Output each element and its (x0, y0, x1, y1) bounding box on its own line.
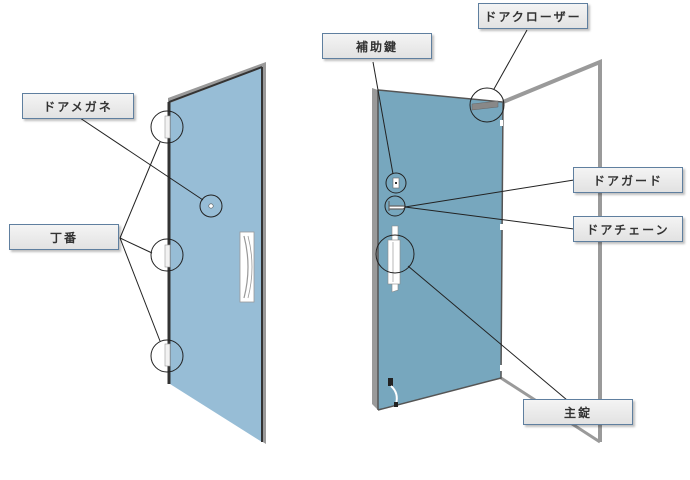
hinge-bottom (164, 343, 171, 367)
closed-door-panel (170, 68, 262, 442)
callout-circle-scope (199, 194, 223, 218)
callout-circle-guard (384, 195, 406, 217)
leader-auxiliary-lock (372, 61, 394, 175)
label-hinge: 丁番 (9, 224, 119, 250)
open-door (372, 29, 602, 444)
door-stopper (388, 378, 398, 407)
door-closer (471, 100, 499, 111)
label-door-scope: ドアメガネ (22, 93, 134, 119)
callout-circle-hinge-top (150, 110, 184, 144)
closed-door-handle (239, 231, 255, 303)
leader-door-closer (493, 29, 528, 90)
callout-circle-main-lock (375, 234, 415, 274)
callout-circle-closer (469, 87, 505, 123)
leader-hinge-top (119, 141, 161, 239)
label-door-guard: ドアガード (573, 167, 683, 193)
label-door-closer: ドアクローザー (478, 3, 588, 29)
leader-hinge-bottom (119, 237, 161, 342)
hinge-top (164, 115, 171, 139)
callout-circle-hinge-middle (150, 238, 184, 272)
closed-door (79, 62, 266, 444)
leader-door-scope (79, 117, 204, 201)
hinge-middle (164, 244, 171, 268)
open-door-side (372, 88, 378, 410)
label-door-chain: ドアチェーン (573, 216, 683, 242)
leader-main-lock (407, 265, 568, 401)
leader-door-guard (404, 179, 575, 208)
open-door-frame (502, 59, 602, 442)
label-main-lock: 主錠 (523, 399, 633, 425)
label-auxiliary-lock: 補助鍵 (322, 33, 432, 59)
leader-hinge-middle (119, 237, 153, 254)
leader-door-chain (404, 206, 575, 230)
callout-circle-hinge-bottom (150, 339, 184, 373)
callout-circle-aux-lock (385, 172, 407, 194)
main-lock-handle (387, 225, 401, 293)
door-scope (208, 203, 214, 209)
open-door-panel (378, 90, 503, 410)
